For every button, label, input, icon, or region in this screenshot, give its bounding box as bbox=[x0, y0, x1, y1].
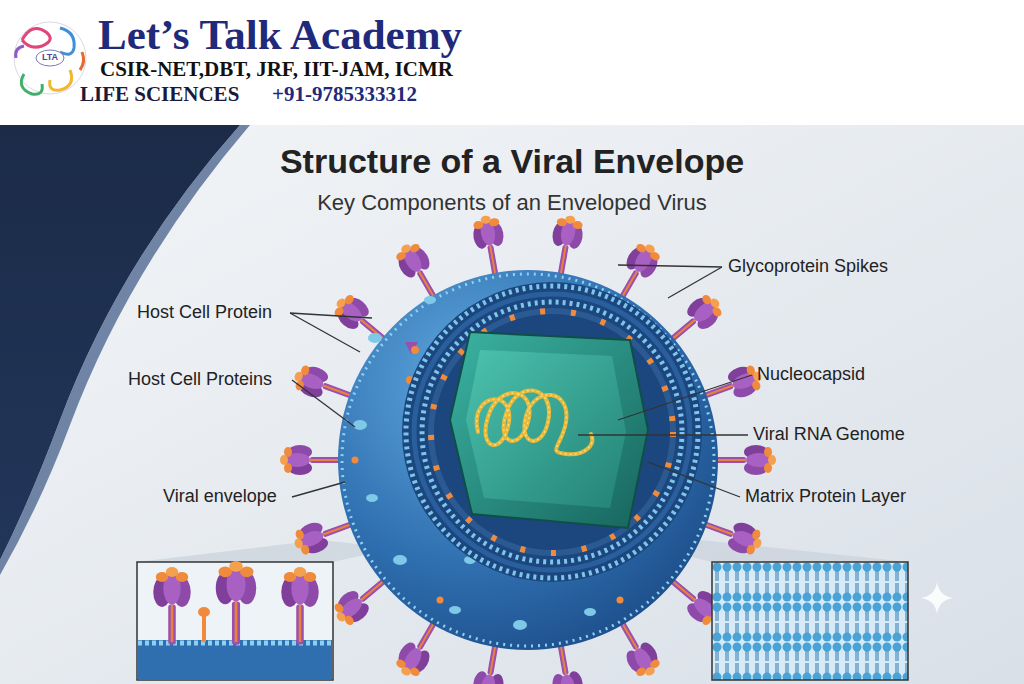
envelope-lipid-heads bbox=[342, 274, 714, 646]
host-protein bbox=[393, 555, 407, 565]
host-protein bbox=[424, 296, 436, 304]
rna-genome-highlight bbox=[477, 390, 593, 454]
viral-envelope-sphere bbox=[338, 270, 718, 650]
sparkle bbox=[921, 582, 953, 614]
logo-strand bbox=[60, 28, 74, 54]
logo-strand bbox=[16, 46, 24, 58]
leader-line bbox=[618, 265, 722, 267]
part-label: Matrix Protein Layer bbox=[745, 486, 906, 507]
matrix-protein-layer bbox=[431, 311, 673, 553]
band-edge bbox=[0, 125, 250, 575]
host-protein bbox=[353, 420, 367, 430]
part-label: Viral RNA Genome bbox=[753, 424, 905, 445]
glycoprotein-spike bbox=[546, 213, 586, 279]
inset-frame bbox=[137, 562, 333, 680]
host-protein bbox=[411, 346, 419, 354]
exam-list: CSIR-NET,DBT, JRF, IIT-JAM, ICMR bbox=[100, 57, 453, 81]
header-band bbox=[0, 0, 1024, 125]
nucleocapsid bbox=[450, 332, 648, 528]
lipid-tails bbox=[414, 294, 690, 570]
matrix-protein-dots bbox=[431, 311, 673, 553]
subject-name: LIFE SCIENCES bbox=[80, 82, 239, 106]
rna-genome bbox=[477, 390, 593, 454]
leader-line bbox=[290, 313, 360, 352]
leader-line bbox=[668, 267, 722, 298]
host-protein bbox=[368, 333, 382, 343]
host-protein bbox=[584, 608, 596, 616]
glycoprotein-spike bbox=[216, 561, 257, 645]
panel-background bbox=[0, 125, 1024, 684]
logo-center bbox=[36, 50, 64, 66]
glycoprotein-spike bbox=[281, 567, 319, 645]
inset-membrane bbox=[138, 640, 332, 679]
leader-line bbox=[290, 313, 372, 318]
inset-spikes bbox=[137, 561, 333, 680]
leader-line bbox=[618, 375, 752, 420]
inset-frame bbox=[712, 562, 908, 680]
subtitle: Key Components of an Enveloped Virus bbox=[0, 190, 1024, 215]
leader-line bbox=[292, 380, 355, 427]
part-label: Nucleocapsid bbox=[757, 364, 865, 385]
host-protein bbox=[366, 494, 378, 502]
inset-bilayer bbox=[712, 562, 908, 680]
host-protein bbox=[513, 620, 527, 630]
leader-line bbox=[578, 434, 748, 435]
logo-strand bbox=[21, 74, 42, 94]
host-protein bbox=[617, 597, 624, 604]
lipid-bilayer-inner bbox=[422, 302, 682, 562]
logo-strand bbox=[22, 28, 50, 47]
part-label: Glycoprotein Spikes bbox=[728, 256, 888, 277]
host-protein bbox=[405, 342, 418, 354]
academy-name: Let’s Talk Academy bbox=[98, 10, 462, 59]
cutaway bbox=[402, 282, 702, 582]
part-label: Host Cell Proteins bbox=[128, 369, 272, 390]
diagram-title: Structure of a Viral Envelope bbox=[0, 142, 1024, 181]
cutaway-hole bbox=[402, 282, 702, 582]
leader-line bbox=[292, 482, 345, 497]
glycoprotein-spike bbox=[470, 213, 510, 279]
part-label: Host Cell Protein bbox=[137, 302, 272, 323]
leader-lines bbox=[290, 265, 752, 497]
lipid-bilayer-outer bbox=[406, 286, 698, 578]
phone-number: +91-9785333312 bbox=[272, 82, 417, 106]
glycoprotein-spike bbox=[153, 567, 191, 645]
virus-particle bbox=[280, 213, 776, 684]
bilayer-pattern bbox=[712, 562, 908, 680]
part-label: Viral envelope bbox=[163, 486, 277, 507]
host-protein bbox=[437, 597, 444, 604]
glycoprotein-spike bbox=[714, 445, 776, 475]
leader-line bbox=[648, 462, 740, 497]
host-protein bbox=[352, 457, 359, 464]
logo-strand bbox=[80, 52, 84, 70]
host-protein bbox=[449, 606, 461, 614]
inset-pointer bbox=[137, 540, 395, 562]
small-protein-stem bbox=[202, 614, 206, 642]
nucleocapsid-face bbox=[466, 350, 626, 508]
logo-text: LTA bbox=[38, 52, 62, 62]
logo-emblem bbox=[14, 22, 86, 94]
glycoprotein-spike bbox=[280, 445, 342, 475]
small-protein-head bbox=[198, 607, 210, 617]
logo-strand bbox=[50, 70, 72, 90]
logo-ring bbox=[14, 22, 86, 94]
